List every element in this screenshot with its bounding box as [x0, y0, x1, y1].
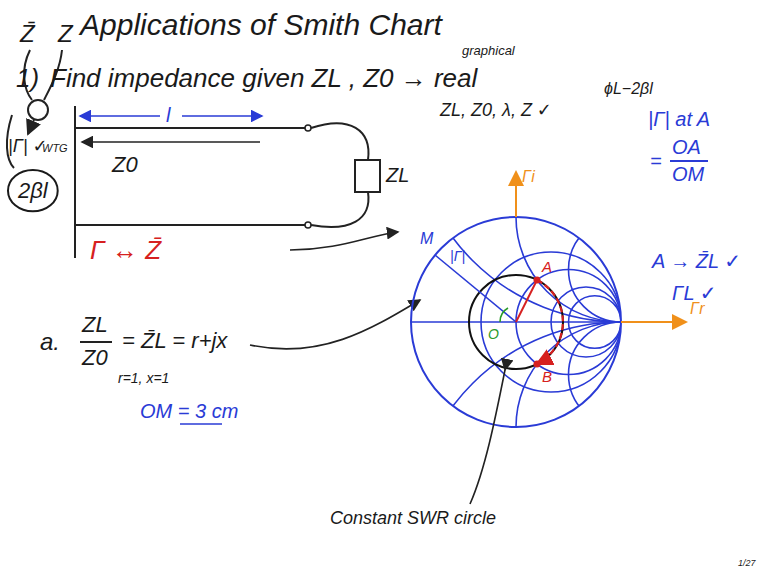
- handwritten-label: B: [542, 368, 552, 385]
- handwritten-label: ΓL ✓: [672, 282, 716, 305]
- node-text: 2βl: [18, 178, 72, 203]
- handwritten-label: graphical: [462, 44, 515, 59]
- handwritten-label: ZL: [386, 164, 409, 187]
- handwritten-label: a.: [40, 328, 60, 356]
- handwritten-label: Γi: [522, 168, 535, 186]
- handwritten-label: OM: [672, 163, 704, 186]
- handwritten-label: |Γ|: [450, 248, 465, 264]
- handwritten-label: l: [166, 104, 170, 127]
- slide-title: Applications of Smith Chart: [80, 8, 442, 43]
- handwritten-label: Z0: [112, 152, 138, 177]
- handwritten-label: r=1, x=1: [118, 370, 169, 386]
- handwritten-label: |Γ| ✓: [8, 136, 48, 157]
- handwritten-label: A → Z̄L ✓: [652, 250, 741, 273]
- handwritten-label: Γ ↔ Z̄: [90, 236, 161, 266]
- handwritten-label: M: [420, 230, 433, 248]
- handwritten-label: A: [542, 258, 552, 275]
- handwritten-label: 1): [16, 64, 39, 94]
- handwritten-label: ZL, Z0, λ, Z ✓: [440, 100, 552, 121]
- handwritten-label: Z0: [82, 345, 108, 370]
- handwritten-label: WTG: [42, 142, 68, 155]
- handwritten-label: OA: [672, 136, 701, 159]
- handwritten-label: O: [488, 326, 499, 342]
- handwritten-label: Z: [58, 20, 73, 48]
- handwritten-label: OM = 3 cm: [140, 400, 238, 423]
- circled-term: 2βl: [6, 168, 60, 213]
- handwritten-label: 1/27: [738, 558, 756, 568]
- handwritten-label: Find impedance given ZL , Z0 → real: [50, 64, 477, 94]
- handwritten-label: =: [650, 150, 662, 173]
- handwritten-label: Constant SWR circle: [330, 508, 496, 529]
- handwritten-label: = Z̄L = r+jx: [122, 328, 227, 353]
- handwritten-label: |Γ| at A: [648, 108, 710, 131]
- handwritten-label: ZL: [82, 312, 108, 337]
- handwritten-label: ϕL−2βl: [604, 80, 653, 98]
- handwritten-label: Z̄: [20, 20, 35, 48]
